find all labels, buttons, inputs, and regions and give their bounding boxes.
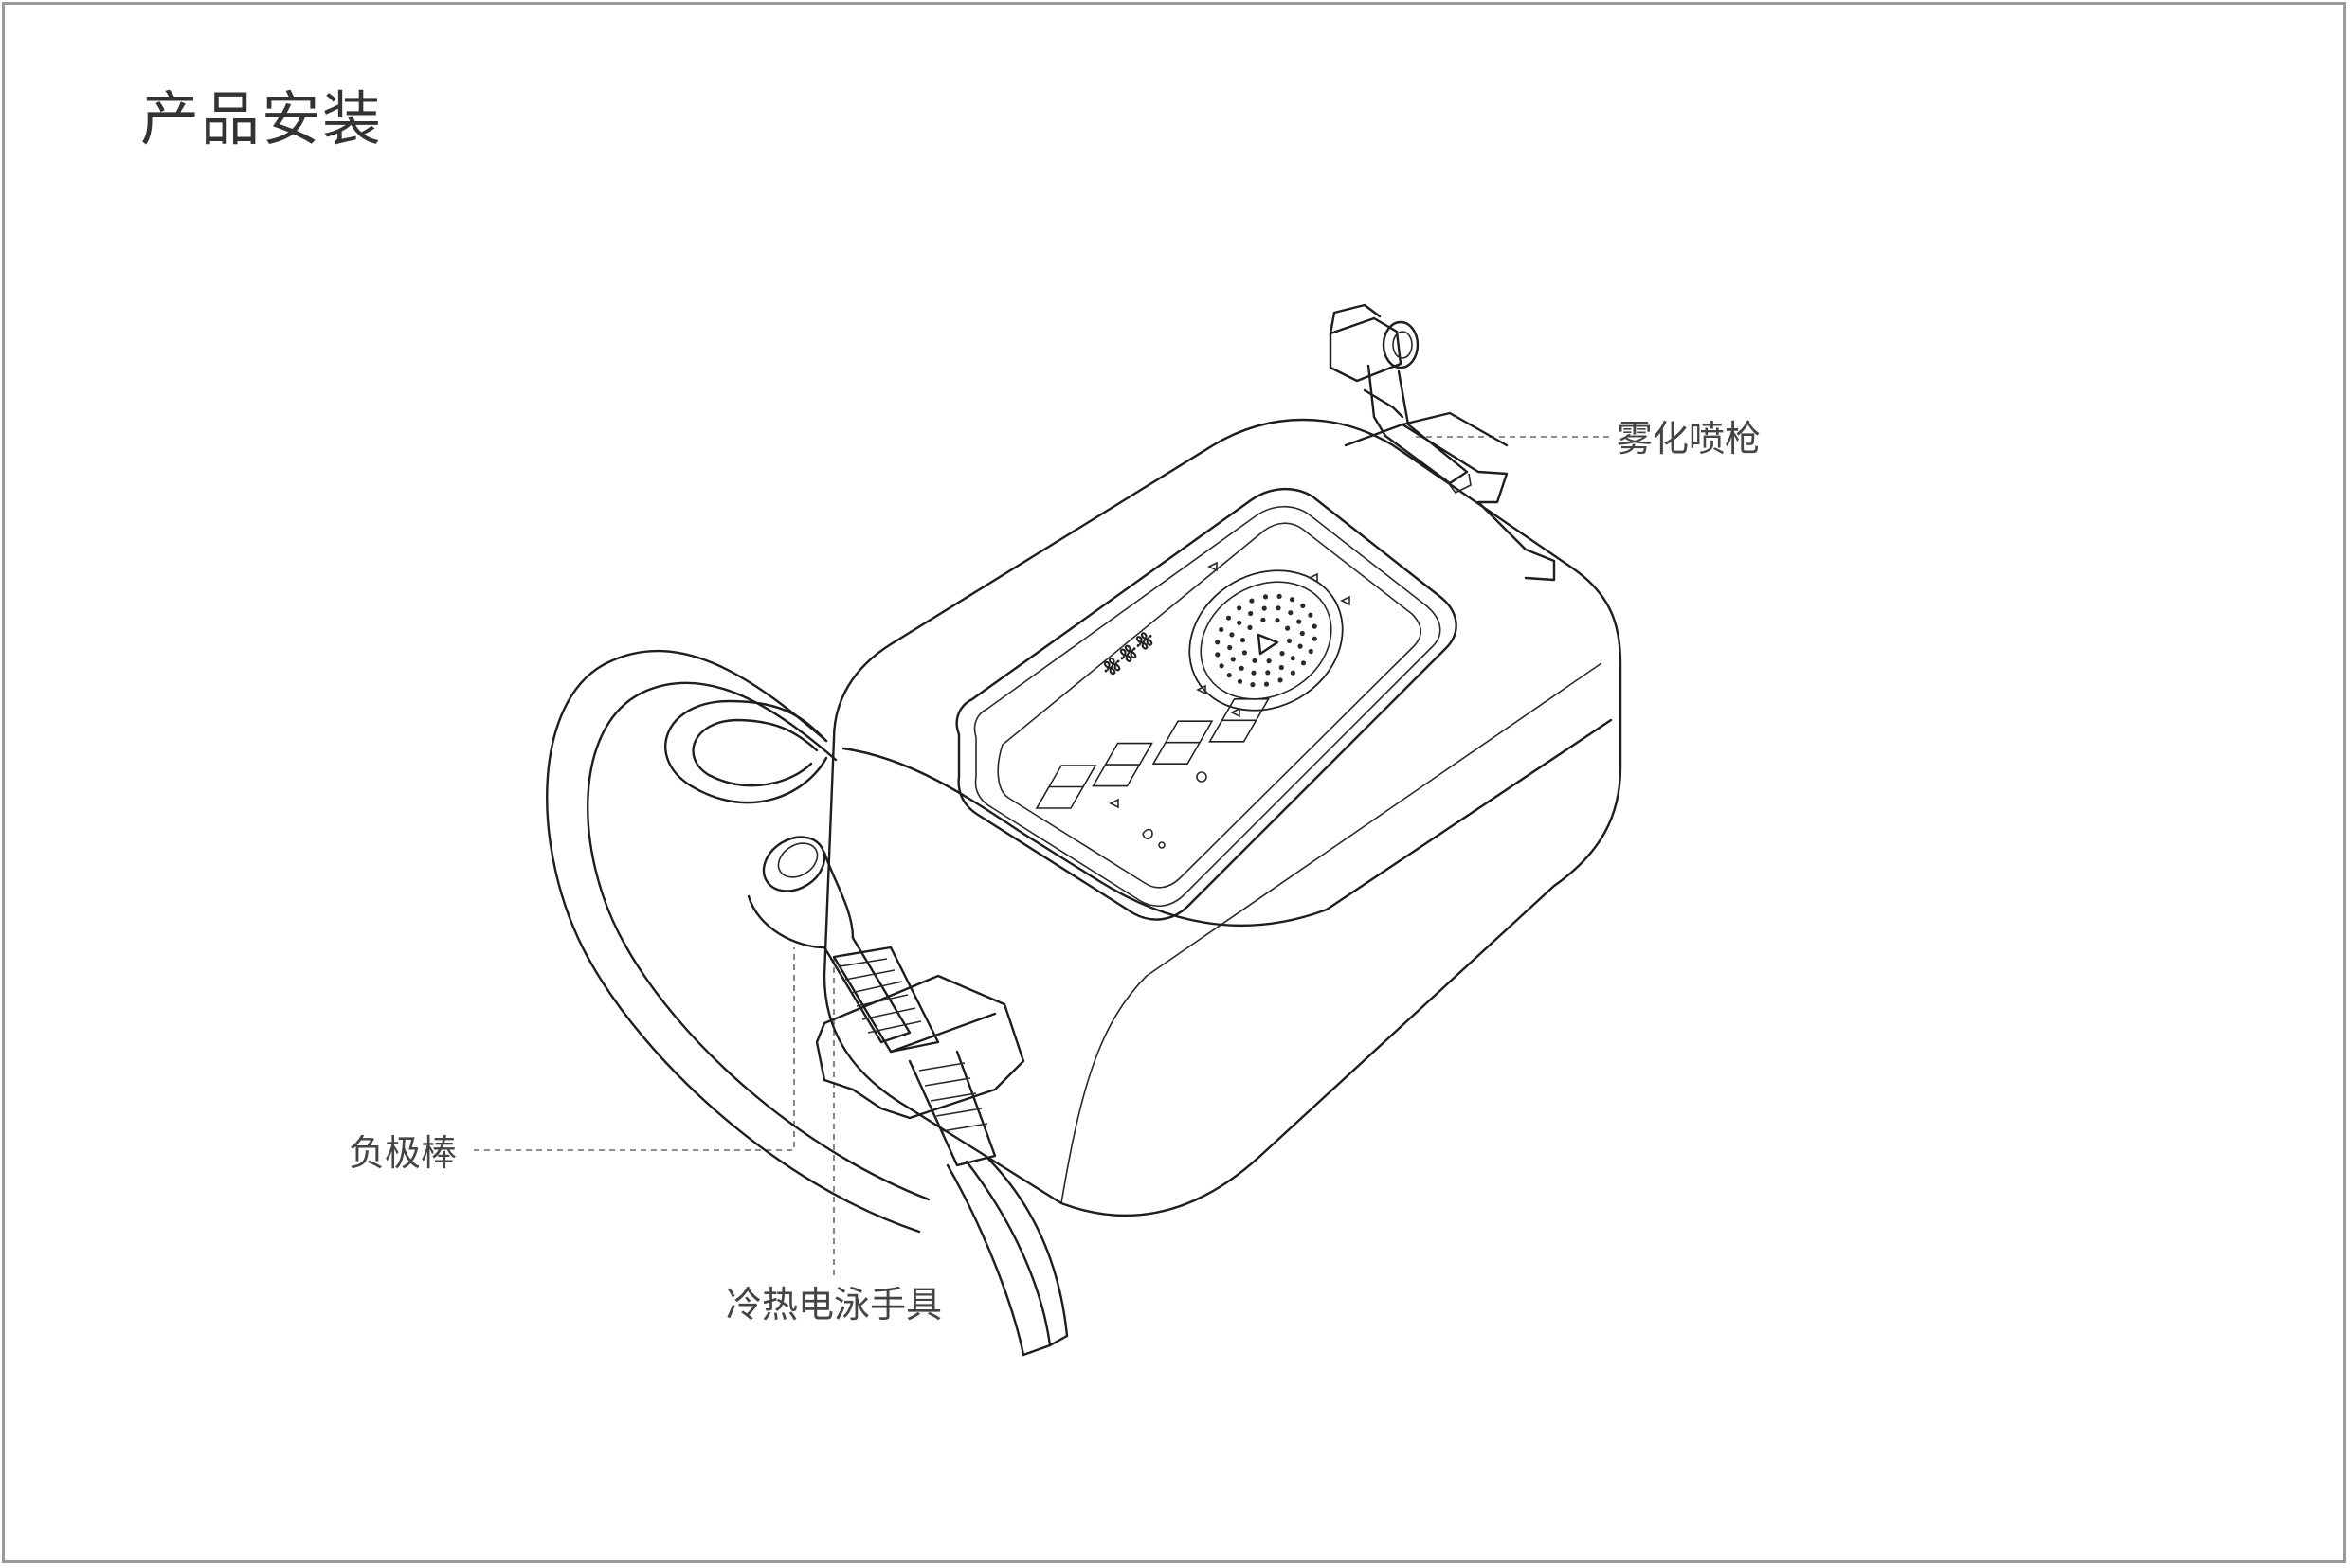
- dial-control: [1188, 569, 1344, 712]
- speaker-dot: [1225, 615, 1232, 621]
- brand-logo: ꗥꗥꗥ: [1097, 626, 1160, 683]
- speaker-dot: [1215, 640, 1221, 645]
- control-panel: ꗥꗥꗥ: [955, 487, 1457, 921]
- speaker-dot: [1300, 603, 1306, 608]
- speaker-dot: [1262, 594, 1269, 600]
- speaker-dot: [1266, 658, 1272, 664]
- speaker-dot: [1251, 670, 1257, 676]
- callout-spray-gun: 雾化喷枪: [1617, 418, 1762, 460]
- speaker-dot: [1288, 610, 1294, 616]
- speaker-dot: [1239, 638, 1246, 643]
- speaker-dot: [1237, 605, 1242, 611]
- arrow-icon: [1230, 707, 1240, 718]
- speaker-dot: [1229, 632, 1235, 638]
- speaker-dot: [1276, 605, 1281, 611]
- arrow-icon: [1308, 572, 1318, 584]
- speaker-dot: [1290, 670, 1295, 676]
- level-down-arrow-icon: [1196, 684, 1206, 695]
- speaker-dot: [1290, 656, 1295, 661]
- leader-negative-rod: [474, 947, 795, 1151]
- drop-icon: [1142, 828, 1153, 840]
- speaker-dot: [1312, 636, 1317, 641]
- speaker-dot: [1219, 626, 1224, 633]
- speaker-dot: [1250, 682, 1256, 688]
- spray-gun: [1329, 303, 1472, 495]
- speaker-dot: [1276, 593, 1282, 599]
- speaker-dot: [1308, 648, 1313, 655]
- speaker-dot: [1260, 617, 1266, 622]
- speaker-dot: [1289, 597, 1295, 603]
- speaker-dot: [1278, 664, 1284, 671]
- callout-hot-cold-handpiece: 冷热电泳手具: [726, 1284, 943, 1325]
- hot-cold-handpiece: [747, 836, 1069, 1357]
- cable-loop: [546, 649, 931, 1234]
- speaker-dot: [1279, 651, 1285, 657]
- speaker-dot: [1296, 619, 1302, 624]
- device-body: [823, 411, 1622, 1217]
- speaker-dot: [1265, 670, 1271, 676]
- speaker-dot: [1312, 623, 1317, 629]
- speaker-dot: [1248, 610, 1254, 617]
- speaker-dot: [1300, 660, 1307, 666]
- speaker-dot: [1230, 657, 1236, 662]
- speaker-dot: [1297, 643, 1303, 649]
- speaker-dot: [1241, 650, 1247, 656]
- speaker-dot: [1277, 677, 1283, 683]
- speaker-dot: [1263, 681, 1270, 687]
- speaker-dot: [1237, 620, 1242, 625]
- speaker-dot: [1261, 605, 1267, 611]
- callout-negative-rod: 负极棒: [349, 1132, 458, 1174]
- speaker-dot: [1227, 644, 1233, 651]
- speaker-dot: [1215, 652, 1221, 658]
- speaker-dot: [1275, 618, 1280, 623]
- snowflake-icon: [1196, 771, 1207, 783]
- speaker-dot: [1308, 612, 1313, 618]
- speaker-dot: [1249, 598, 1255, 604]
- level-up-arrow-icon: [1207, 561, 1218, 572]
- speaker-dot: [1219, 663, 1224, 669]
- drop-icon: [1158, 841, 1166, 849]
- page-title: 产品安装: [140, 84, 384, 153]
- time-display: [1035, 697, 1270, 809]
- speaker-dot: [1226, 673, 1232, 678]
- arrow-icon: [1109, 798, 1119, 809]
- speaker-dot: [1286, 638, 1293, 643]
- arrow-icon: [1340, 595, 1350, 606]
- speaker-dot: [1299, 630, 1305, 637]
- speaker-dot: [1285, 625, 1291, 631]
- speaker-dot: [1237, 678, 1243, 684]
- speaker-dot: [1247, 624, 1253, 630]
- speaker-dot: [1239, 665, 1244, 671]
- speaker-dot: [1252, 658, 1257, 663]
